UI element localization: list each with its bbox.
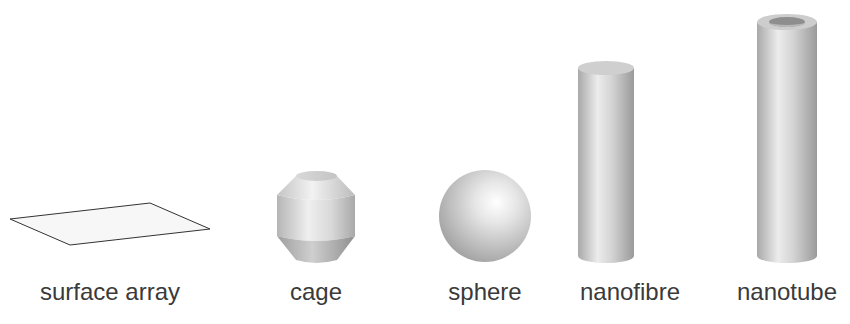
shape-label: cage bbox=[290, 278, 342, 307]
shape-label: nanotube bbox=[737, 278, 837, 307]
shape-label: sphere bbox=[448, 278, 521, 307]
shape-label: nanofibre bbox=[580, 278, 680, 307]
shape-label: surface array bbox=[40, 278, 180, 307]
